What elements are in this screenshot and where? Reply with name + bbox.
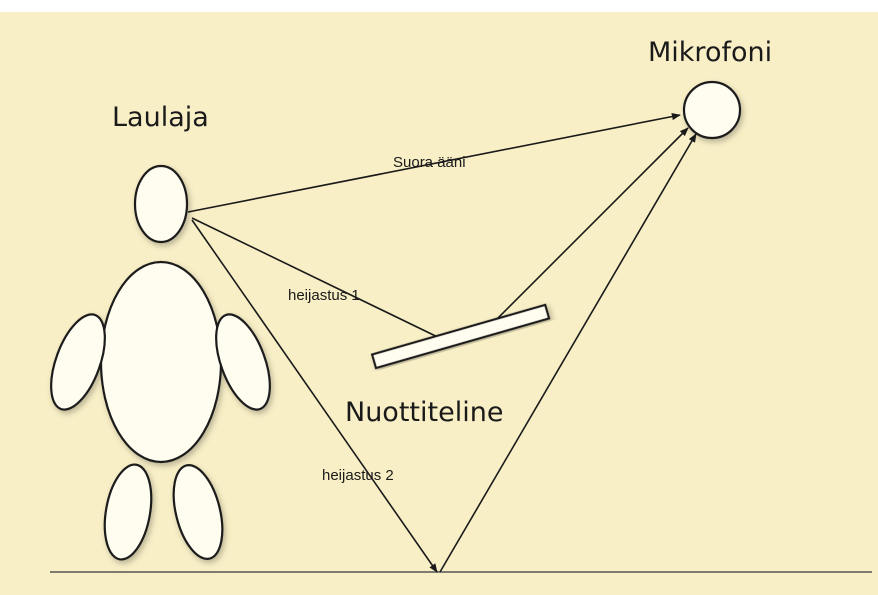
diagram-top-border xyxy=(0,0,878,12)
microphone-circle xyxy=(684,82,740,138)
reflection-2-label: heijastus 2 xyxy=(322,467,394,484)
microphone-label: Mikrofoni xyxy=(648,37,772,68)
singer-label: Laulaja xyxy=(112,102,209,133)
music-stand-label: Nuottiteline xyxy=(345,397,503,428)
direct-sound-label: Suora ääni xyxy=(393,154,466,171)
singer-body xyxy=(101,262,221,462)
reflection-1-label: heijastus 1 xyxy=(288,287,360,304)
singer-head xyxy=(135,166,187,242)
